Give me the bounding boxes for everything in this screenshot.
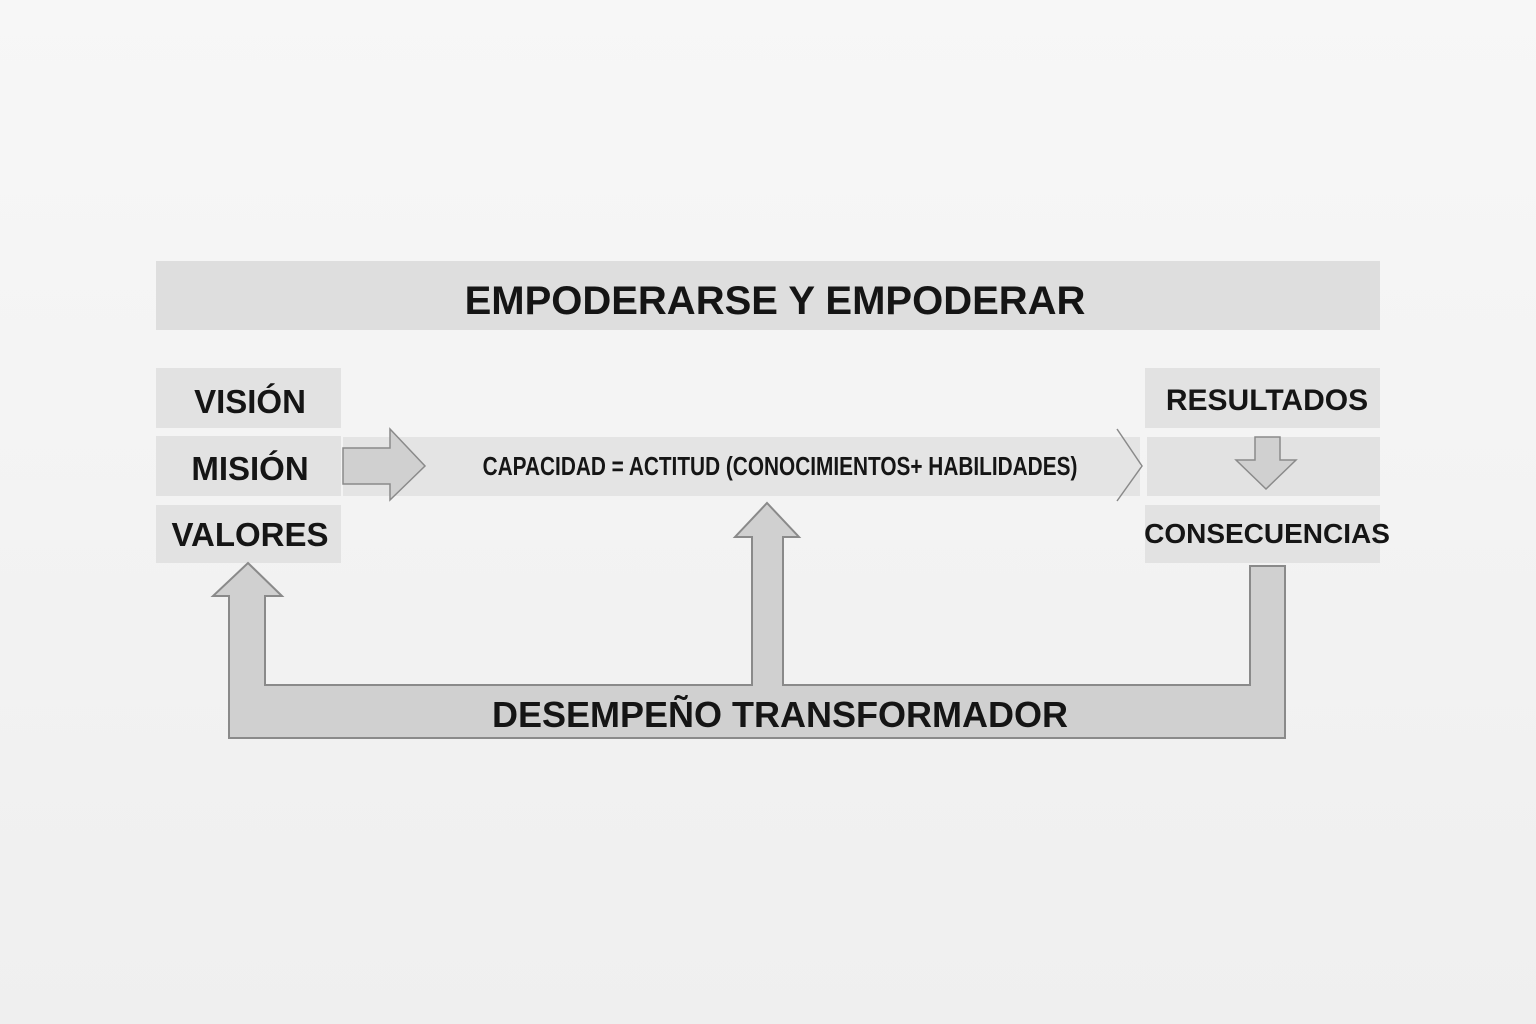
box-arrow-middle xyxy=(1147,436,1380,496)
feedback-label: DESEMPEÑO TRANSFORMADOR xyxy=(492,693,1068,735)
box-consecuencias: CONSECUENCIAS xyxy=(1144,505,1390,563)
consecuencias-label: CONSECUENCIAS xyxy=(1144,518,1390,549)
box-valores: VALORES xyxy=(156,505,341,563)
band-arrowhead-icon xyxy=(1116,428,1143,502)
vision-label: VISIÓN xyxy=(194,383,306,420)
box-vision: VISIÓN xyxy=(156,368,341,428)
title-text: EMPODERARSE Y EMPODERAR xyxy=(465,279,1086,323)
right-arrow-icon xyxy=(342,427,427,502)
box-resultados: RESULTADOS xyxy=(1145,368,1380,428)
resultados-label: RESULTADOS xyxy=(1166,384,1368,417)
valores-label: VALORES xyxy=(171,516,328,553)
title-bar: EMPODERARSE Y EMPODERAR xyxy=(156,261,1380,330)
mision-label: MISIÓN xyxy=(191,450,308,487)
box-mision: MISIÓN xyxy=(156,436,341,496)
down-arrow-icon xyxy=(1234,436,1298,491)
capacity-band xyxy=(342,427,1143,502)
feedback-loop: DESEMPEÑO TRANSFORMADOR xyxy=(210,501,1286,739)
capacity-formula: CAPACIDAD = ACTITUD (CONOCIMIENTOS+ HABI… xyxy=(482,451,1078,481)
feedback-arrow-icon xyxy=(210,501,1286,739)
